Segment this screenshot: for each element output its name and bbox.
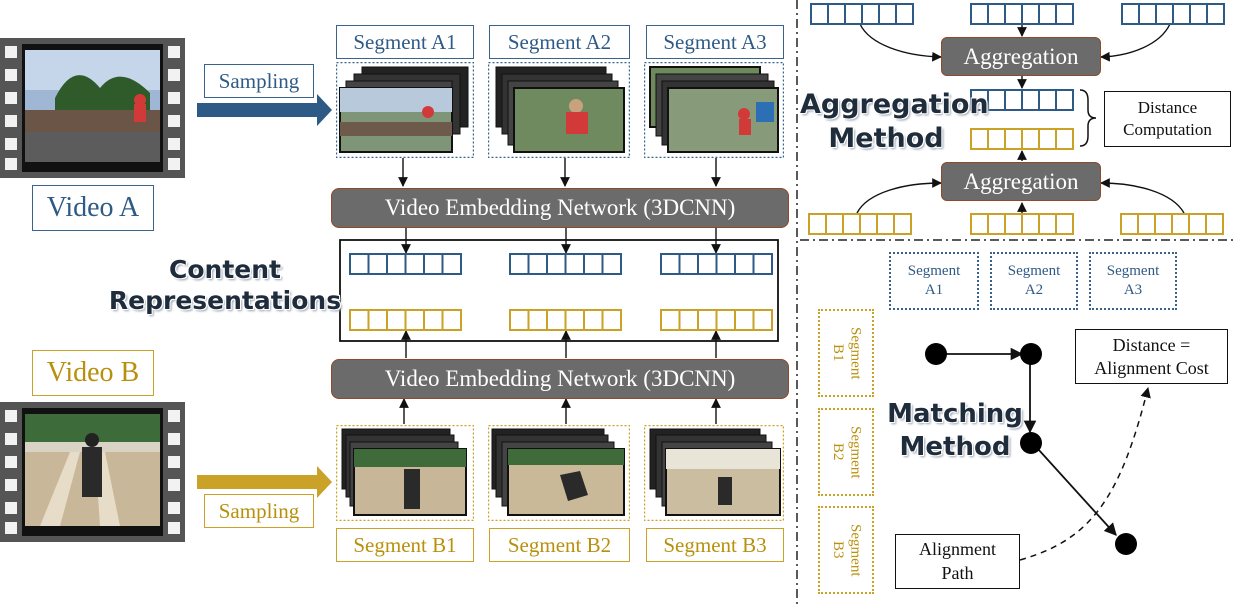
matching-segment-b2: Segment B2 [818, 408, 874, 496]
segment-b3-frames [644, 425, 784, 521]
sampling-arrow-a [197, 94, 332, 126]
blue-vector-a3 [660, 253, 773, 275]
path-node [1020, 343, 1042, 365]
aggregation-method-label: Aggregation Method [800, 89, 989, 154]
blue-vector-a2 [509, 253, 622, 275]
segment-b3-label: Segment B3 [646, 528, 784, 562]
gold-vector-b3 [660, 309, 773, 331]
matching-segment-a2: Segment A2 [990, 252, 1078, 310]
embedding-network-bottom: Video Embedding Network (3DCNN) [331, 359, 789, 399]
segment-b1-label: Segment B1 [336, 528, 474, 562]
segment-b2-frames [488, 425, 630, 521]
alignment-path-box: Alignment Path [895, 534, 1020, 589]
agg-input-blue-1 [810, 3, 914, 25]
blue-vector-a1 [349, 253, 462, 275]
matching-segment-a3: Segment A3 [1089, 252, 1177, 310]
agg-input-blue-3 [1121, 3, 1225, 25]
sampling-a-label: Sampling [204, 64, 314, 98]
video-a-label: Video A [32, 185, 154, 231]
path-node [1115, 533, 1137, 555]
path-node [925, 343, 947, 365]
content-representations-label: Content Representations [108, 255, 342, 316]
agg-input-gold-2 [970, 213, 1074, 235]
segment-a3-label: Segment A3 [646, 25, 784, 59]
matching-segment-b1: Segment B1 [818, 309, 874, 397]
agg-output-blue [970, 89, 1074, 111]
segment-a3-frames [644, 62, 784, 158]
agg-input-gold-3 [1120, 213, 1224, 235]
segment-b1-frames [336, 425, 474, 521]
distance-brace [1079, 89, 1097, 147]
content-representation-box [339, 239, 779, 342]
gold-vector-b1 [349, 309, 462, 331]
segment-a1-frames [336, 62, 474, 158]
matching-segment-b3: Segment B3 [818, 506, 874, 594]
segment-a2-label: Segment A2 [489, 25, 630, 59]
agg-input-gold-1 [808, 213, 912, 235]
aggregation-box-bottom: Aggregation [941, 162, 1101, 201]
agg-input-blue-2 [970, 3, 1074, 25]
matching-segment-a1: Segment A1 [889, 252, 979, 310]
sampling-b-label: Sampling [204, 494, 314, 528]
gold-vector-b2 [509, 309, 622, 331]
aggregation-box-top: Aggregation [941, 37, 1101, 76]
segment-b2-label: Segment B2 [489, 528, 630, 562]
path-node [1020, 432, 1042, 454]
distance-alignment-cost-box: Distance = Alignment Cost [1075, 329, 1228, 384]
segment-a1-label: Segment A1 [336, 25, 474, 59]
matching-method-label: Matching Method [887, 399, 1023, 462]
segment-a2-frames [488, 62, 630, 158]
distance-computation-box: Distance Computation [1104, 91, 1231, 147]
sampling-arrow-b [197, 466, 332, 498]
video-b-filmstrip [0, 402, 185, 542]
embedding-network-top: Video Embedding Network (3DCNN) [331, 188, 789, 228]
agg-output-gold [970, 128, 1074, 150]
video-b-label: Video B [32, 350, 154, 396]
video-a-filmstrip [0, 38, 185, 178]
